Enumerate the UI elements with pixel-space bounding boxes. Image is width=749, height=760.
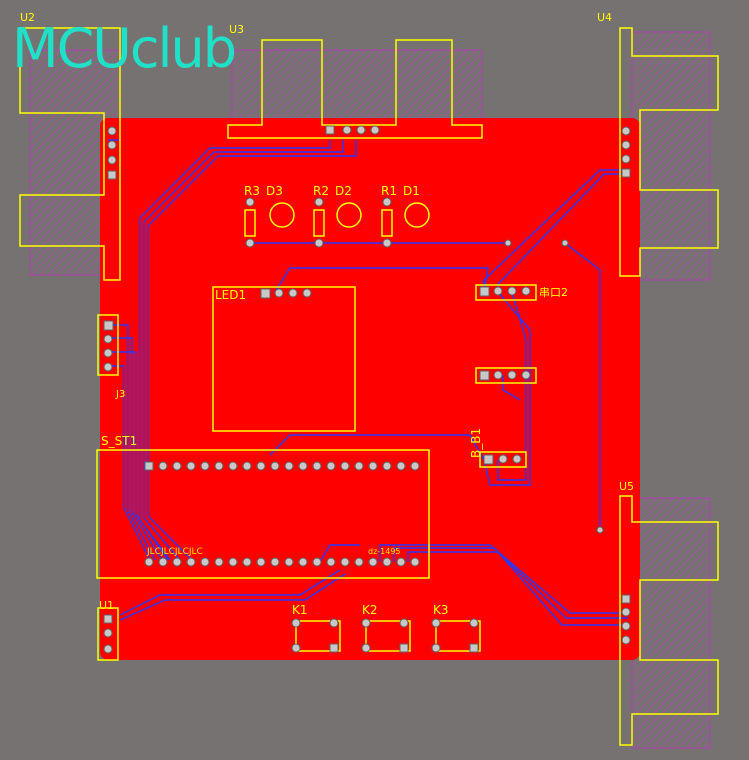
label-u3: U3 <box>229 23 245 36</box>
s-st1-pin <box>326 461 336 471</box>
s-st1-pin <box>228 461 238 471</box>
label-b-b1: B_B1 <box>469 427 483 458</box>
s-st1-pin <box>256 557 266 567</box>
s-st1-pin <box>144 461 154 471</box>
s-st1-pin <box>228 557 238 567</box>
label-k2: K2 <box>362 603 378 617</box>
s-st1-pin <box>242 557 252 567</box>
silk-dz: dz-1495 <box>368 547 401 556</box>
s-st1-pin <box>242 461 252 471</box>
s-st1-pin <box>312 461 322 471</box>
traces <box>108 139 628 626</box>
s-st1-pin <box>214 461 224 471</box>
silkscreen <box>19 27 719 746</box>
label-d2: D2 <box>335 184 352 198</box>
silk-jlc: JLCJLCJLCJLC <box>147 547 203 557</box>
s-st1-pin <box>158 461 168 471</box>
label-j3: J3 <box>116 389 126 400</box>
s-st1-pin <box>284 557 294 567</box>
label-s-st1: S_ST1 <box>101 434 138 448</box>
label-k1: K1 <box>292 603 308 617</box>
s-st1-pin <box>284 461 294 471</box>
s-st1-pin <box>144 557 154 567</box>
s-st1-pads <box>144 461 420 567</box>
label-d1: D1 <box>403 184 420 198</box>
s-st1-pin <box>396 557 406 567</box>
label-d3: D3 <box>266 184 283 198</box>
pcb-board <box>100 118 640 660</box>
s-st1-pin <box>186 557 196 567</box>
label-r2: R2 <box>313 184 329 198</box>
s-st1-pin <box>382 557 392 567</box>
mcuclub-logo: MCUclub <box>12 17 237 80</box>
label-led1: LED1 <box>215 288 247 302</box>
s-st1-pin <box>368 461 378 471</box>
s-st1-pin <box>200 461 210 471</box>
s-st1-pin <box>326 557 336 567</box>
s-st1-pin <box>172 461 182 471</box>
s-st1-pin <box>410 461 420 471</box>
s-st1-pin <box>298 461 308 471</box>
s-st1-pin <box>382 461 392 471</box>
s-st1-pin <box>340 557 350 567</box>
s-st1-pin <box>410 557 420 567</box>
label-u2: U2 <box>20 11 36 24</box>
s-st1-pin <box>270 461 280 471</box>
s-st1-pin <box>354 557 364 567</box>
s-st1-pin <box>172 557 182 567</box>
s-st1-pin <box>158 557 168 567</box>
s-st1-pin <box>354 461 364 471</box>
s-st1-pin <box>368 557 378 567</box>
s-st1-pin <box>186 461 196 471</box>
label-u1: U1 <box>99 599 115 612</box>
s-st1-pin <box>340 461 350 471</box>
s-st1-pin <box>312 557 322 567</box>
s-st1-pin <box>396 461 406 471</box>
label-r1: R1 <box>381 184 397 198</box>
s-st1-pin <box>298 557 308 567</box>
s-st1-pin <box>256 461 266 471</box>
label-r3: R3 <box>244 184 260 198</box>
label-u5: U5 <box>619 480 635 493</box>
s-st1-pin <box>200 557 210 567</box>
s-st1-pin <box>270 557 280 567</box>
s-st1-pin <box>214 557 224 567</box>
label-port2: 串口2 <box>539 286 568 299</box>
label-k3: K3 <box>433 603 449 617</box>
pads <box>103 125 631 654</box>
label-u4: U4 <box>597 11 613 24</box>
